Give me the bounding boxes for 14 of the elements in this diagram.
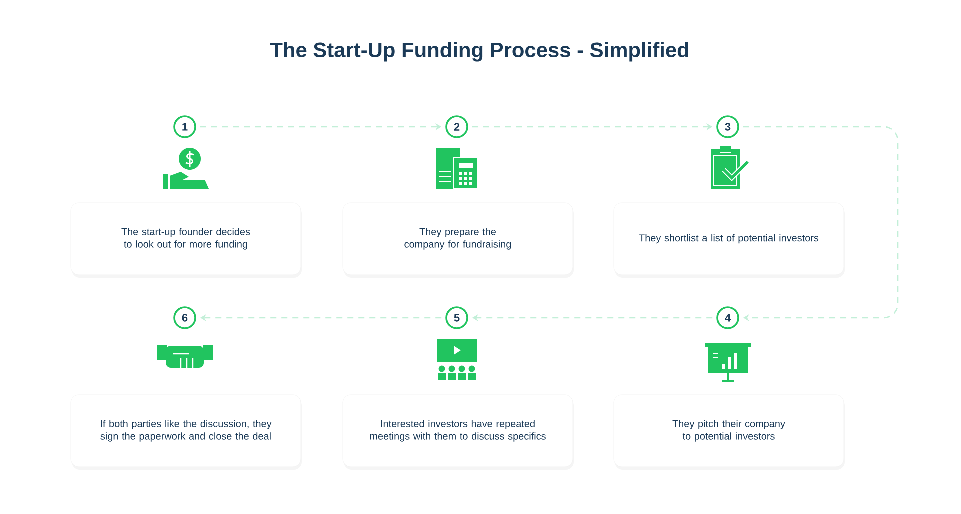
step-number: 4 — [716, 306, 740, 330]
step-card: They shortlist a list of potential investors — [614, 202, 844, 276]
step-number: 2 — [446, 116, 468, 138]
step-card: If both parties like the discussion, they sign the paperwork and close the deal — [70, 394, 302, 468]
step-card: Interested investors have repeated meetings with them to discuss specifics — [342, 394, 574, 468]
step-number: 5 — [446, 306, 468, 330]
step-number: 3 — [716, 116, 740, 138]
arrow — [743, 126, 899, 322]
step-card: The start-up founder decides to look out for more funding — [70, 202, 302, 276]
title: The Start-Up Funding Process - Simplified — [270, 42, 688, 62]
step-number: 1 — [174, 116, 196, 138]
step-card: They prepare the company for fundraising — [342, 202, 574, 276]
step-card: They pitch their company to potential investors — [614, 394, 844, 468]
step-number: 6 — [174, 306, 196, 330]
